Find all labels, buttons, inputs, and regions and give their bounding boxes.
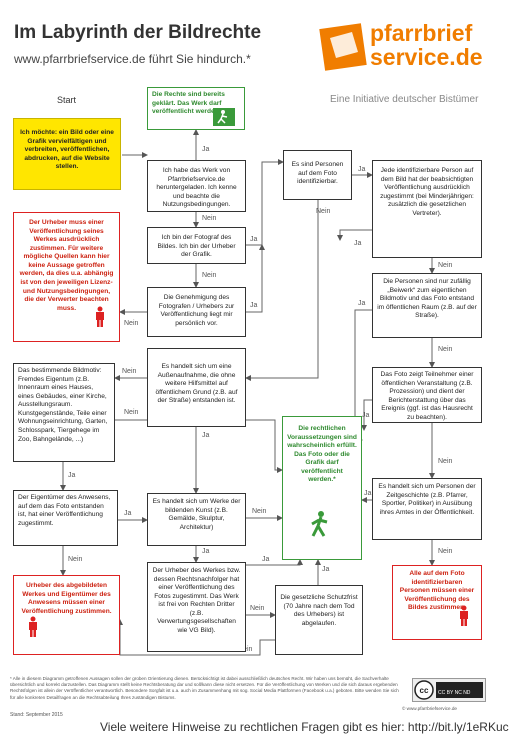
versammlung-box: Das Foto zeigt Teilnehmer einer öffentli… — [372, 367, 482, 423]
alle-zustimmen-box: Alle auf dem Foto identifizierbaren Pers… — [392, 565, 482, 640]
label-nein: Nein — [124, 409, 139, 416]
label-ja: Ja — [354, 240, 362, 247]
label-ja: Ja — [202, 432, 210, 439]
footnote-disclaimer: * Alle in diesem Diagramm getroffenen Au… — [10, 676, 399, 700]
label-ja: Ja — [124, 510, 132, 517]
label-nein: Nein — [438, 346, 453, 353]
schutzfrist-box: Die gesetzliche Schutzfrist (70 Jahre na… — [275, 585, 363, 655]
red-stop-figure-icon — [460, 605, 468, 626]
red-stop-figure-icon — [96, 306, 104, 327]
label-ja: Ja — [202, 548, 210, 555]
red-stop-figure-icon — [29, 616, 37, 637]
start-box: Ich möchte: ein Bild oder eine Grafik ve… — [13, 118, 121, 190]
label-ja: Ja — [250, 302, 258, 309]
pfarrbriefservice-logo — [319, 23, 367, 71]
label-nein: Nein — [124, 320, 139, 327]
start-label: Start — [57, 95, 77, 105]
label-nein: Nein — [68, 556, 83, 563]
cc-license-badge: cc — [412, 678, 486, 702]
label-ja: Ja — [250, 236, 258, 243]
eigentuemer-box: Der Eigentümer des Anwesens, auf dem das… — [13, 490, 118, 546]
flowchart-connectors — [60, 129, 435, 656]
page-subtitle: www.pfarrbriefservice.de führt Sie hindu… — [14, 52, 251, 66]
label-ja: Ja — [262, 556, 270, 563]
logo-text-line1: pfarrbrief — [370, 20, 473, 46]
label-nein: Nein — [250, 605, 265, 612]
green-go-figure-icon — [311, 511, 328, 537]
label-ja: Ja — [322, 566, 330, 573]
label-ja: Ja — [358, 166, 366, 173]
label-nein: Nein — [202, 272, 217, 279]
cc-license-icon: cc — [414, 680, 483, 700]
svg-text:cc: cc — [420, 686, 429, 695]
voraussetzungen-erfuellt-box: Die rechtlichen Voraussetzungen sind wah… — [282, 416, 362, 560]
beiwerk-box: Die Personen sind nur zufällig „Beiwerk“… — [372, 273, 482, 338]
bottom-hint-link[interactable]: Viele weitere Hinweise zu rechtlichen Fr… — [100, 720, 509, 734]
aussenaufnahme-box: Es handelt sich um eine Außenaufnahme, d… — [147, 348, 246, 427]
urheber-abgebildet-box: Urheber des abgebildeten Werkes und Eige… — [13, 575, 120, 655]
label-ja: Ja — [364, 490, 372, 497]
label-ja: Ja — [68, 472, 76, 479]
zeitgeschichte-box: Es handelt sich um Personen der Zeitgesc… — [372, 478, 482, 540]
personen-identifizierbar-box: Es sind Personen auf dem Foto identifizi… — [283, 150, 352, 200]
label-nein: Nein — [438, 548, 453, 555]
urheber-zustimmung-text: Der Urheber muss einer Veröffentlichung … — [19, 219, 114, 312]
urheber-abgebildet-text: Urheber des abgebildeten Werkes und Eige… — [21, 582, 112, 615]
genehmigung-box: Die Genehmigung des Fotografen / Urheber… — [147, 287, 246, 337]
bildende-kunst-box: Es handelt sich um Werke der bildenden K… — [147, 493, 246, 546]
label-nein: Nein — [316, 208, 331, 215]
exit-sign-icon — [213, 108, 235, 126]
fotograf-box: Ich bin der Fotograf des Bildes. Ich bin… — [147, 227, 246, 264]
bestimmende-bildmotiv-box: Das bestimmende Bildmotiv: Fremdes Eigen… — [13, 363, 115, 462]
page-title: Im Labyrinth der Bildrechte — [14, 22, 262, 43]
label-nein: Nein — [122, 368, 137, 375]
cc-license-text: CC BY NC ND — [438, 690, 471, 696]
label-nein: Nein — [252, 508, 267, 515]
label-nein: Nein — [438, 458, 453, 465]
label-ja: Ja — [358, 300, 366, 307]
label-ja: Ja — [362, 412, 370, 419]
jede-person-box: Jede identifizierbare Person auf dem Bil… — [372, 160, 482, 258]
label-ja: Ja — [202, 146, 210, 153]
voraussetzungen-text: Die rechtlichen Voraussetzungen sind wah… — [287, 425, 357, 484]
label-nein: Nein — [202, 215, 217, 222]
label-nein: Nein — [438, 262, 453, 269]
logo-text-line2: service.de — [370, 44, 483, 70]
heruntergeladen-box: Ich habe das Werk von Pfarrbriefservice.… — [147, 160, 246, 212]
copyright-text: © www.pfarrbriefservice.de — [402, 706, 457, 711]
stand-date: Stand: September 2015 — [10, 712, 63, 718]
alle-zustimmen-text: Alle auf dem Foto identifizierbaren Pers… — [399, 570, 475, 612]
rechte-geklaert-text: Die Rechte sind bereits geklärt. Das Wer… — [152, 91, 225, 116]
rechtsnachfolger-box: Der Urheber des Werkes bzw. dessen Recht… — [147, 562, 246, 652]
logo-tagline: Eine Initiative deutscher Bistümer — [330, 94, 479, 105]
